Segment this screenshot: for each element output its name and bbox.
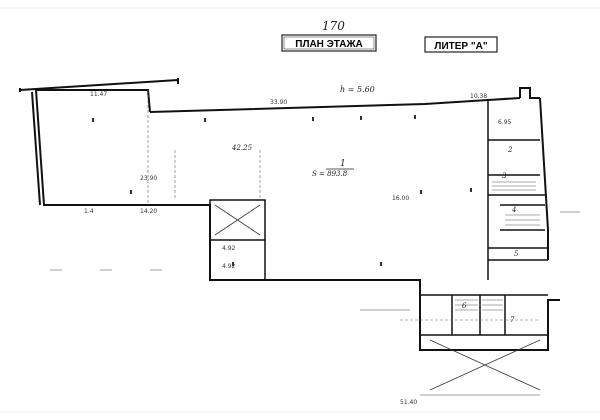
dim-stair-b: 4.92 xyxy=(222,263,236,270)
outer-walls xyxy=(19,78,560,351)
dim-top-left: 11.47 xyxy=(90,91,107,98)
sheet-number: 170 xyxy=(322,19,345,33)
room-numbers: 2 3 4 5 6 7 xyxy=(462,146,519,324)
room-3: 3 xyxy=(502,172,507,180)
scan-noise xyxy=(0,7,600,413)
stair-marks xyxy=(214,204,541,391)
room-7: 7 xyxy=(510,316,515,324)
stair-hatching xyxy=(455,181,540,311)
area-formula: S = 893.8 xyxy=(312,170,348,178)
dim-right-span: 16.00 xyxy=(392,195,409,202)
hall-area: 42.25 xyxy=(231,144,253,152)
dim-left-wall: 23.90 xyxy=(140,175,157,182)
interior-walls xyxy=(209,100,548,336)
dim-far-right: 6.95 xyxy=(498,119,512,126)
room-2: 2 xyxy=(507,146,513,154)
dimension-ticks xyxy=(50,211,580,396)
dim-bottom-total: 51.40 xyxy=(400,399,417,406)
height-note: h = 5.60 xyxy=(340,85,375,94)
dim-lower-left-b: 1.4 xyxy=(84,208,94,215)
plan-title: ПЛАН ЭТАЖА xyxy=(295,39,363,50)
liter-stamp: ЛИТЕР "А" xyxy=(424,36,498,53)
dim-lower-left-a: 14.20 xyxy=(140,208,157,215)
room-5: 5 xyxy=(514,250,519,258)
room-6: 6 xyxy=(462,302,467,310)
section-lines xyxy=(147,90,540,321)
room-4: 4 xyxy=(511,206,516,214)
plan-title-stamp: ПЛАН ЭТАЖА xyxy=(281,34,377,52)
columns xyxy=(92,115,472,266)
dim-stair-a: 4.92 xyxy=(222,245,236,252)
room-number-1: 1 xyxy=(340,159,346,169)
liter-label: ЛИТЕР "А" xyxy=(434,41,487,52)
dim-top-mid: 33.90 xyxy=(270,99,287,106)
dimension-labels: 11.47 33.90 10.38 23.90 14.20 1.4 16.00 … xyxy=(84,91,512,406)
dim-top-right: 10.38 xyxy=(470,93,487,100)
